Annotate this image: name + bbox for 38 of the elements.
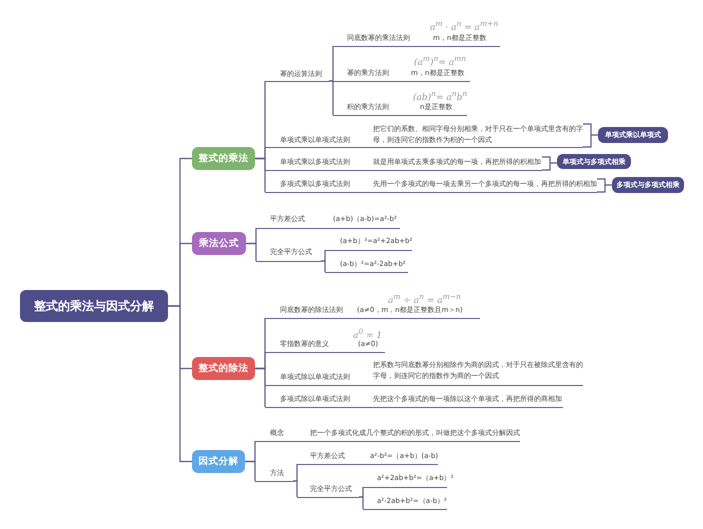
connector-line [255,368,266,408]
main-topic: 整式的除法 [192,357,255,380]
branch-underline [265,325,385,353]
main-topic: 乘法公式 [192,232,246,255]
main-topic: 整式的乘法 [192,147,255,170]
formula: (a$^{m}$)$^{n}$= a$^{mn}$ [414,53,466,69]
connector-line [321,260,326,273]
branch-underline [297,483,359,498]
branch-underline [255,427,520,442]
branch-underline [256,213,400,229]
branch-underline [265,359,583,386]
branch-underline [363,495,447,510]
main-topic: 因式分解 [192,450,245,473]
branch-underline [325,235,412,251]
formula: a$^{m}$ ÷ a$^{n}$ = a$^{m−n}$ [388,291,461,306]
connector-line [168,305,192,462]
central-topic: 整式的乘法与因式分解 [20,290,168,322]
summary-bracket [541,156,558,171]
branch-underline [325,258,408,273]
branch-underline [265,123,583,148]
branch-underline [265,393,563,408]
formula: (ab)$^{n}$= a$^{n}$b$^{n}$ [413,88,468,103]
connector-line [246,242,257,262]
branch-underline [265,156,542,171]
summary-bracket [596,178,613,193]
connector-line [293,480,298,498]
summary-bracket [582,123,599,148]
branch-underline [265,178,597,193]
connector-line [245,460,256,482]
formula: a$^{0}$ = 1 [353,326,382,341]
connector-line [329,80,334,116]
branch-underline [255,467,293,482]
connector-line [255,158,266,193]
branch-underline [265,68,329,82]
formula: a$^{m}$ · a$^{n}$ = a$^{m+n}$ [430,18,498,34]
branch-underline [256,246,321,262]
connector-line [359,496,364,510]
branch-underline [297,450,438,465]
